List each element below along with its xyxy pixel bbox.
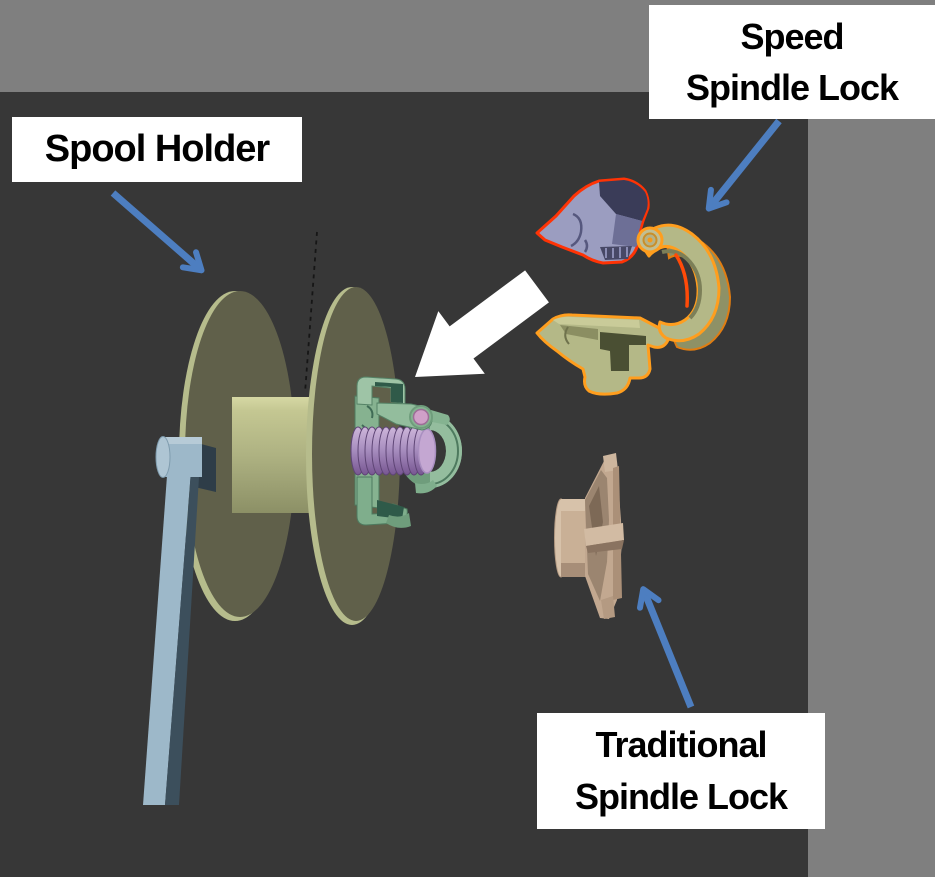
clip-pivot	[412, 408, 430, 426]
clip-bottom-hook	[386, 513, 411, 528]
speed-spindle-lock-label-line1: Speed	[740, 16, 844, 57]
clip-bottom-clamp-recess	[377, 500, 404, 519]
callout-arrow-speed-spindle-lock	[705, 118, 782, 212]
speed-spindle-lock-label: Speed Spindle Lock	[649, 5, 935, 119]
clip-latch	[431, 410, 450, 425]
speed-spindle-lock-label-line2: Spindle Lock	[685, 67, 899, 108]
stand-axle-highlight	[163, 437, 202, 444]
callout-arrow-spool-holder	[110, 190, 205, 274]
callout-arrow-traditional-spindle-lock	[636, 586, 695, 709]
speed-lock-foot	[535, 313, 670, 396]
quick-release-clip-model	[350, 376, 462, 528]
highlight-arrow	[415, 270, 549, 377]
traditional-spindle-lock-label-line2: Spindle Lock	[574, 776, 788, 817]
spool-barrel	[232, 397, 320, 513]
stand-arm	[143, 458, 192, 805]
speed-lock-red-sliver	[674, 253, 690, 308]
spool-holder-label: Spool Holder	[12, 117, 302, 182]
spring-front-cap	[417, 428, 437, 474]
stand-axle-cap	[155, 436, 171, 478]
spool-holder-model	[143, 287, 400, 805]
spool-stand	[143, 436, 216, 805]
spring-coil	[350, 426, 437, 476]
traditional-spindle-lock-label: Traditional Spindle Lock	[537, 713, 825, 829]
filament-strand	[304, 231, 318, 394]
traditional-spindle-lock-model	[554, 453, 624, 619]
trad-lock-flange	[584, 523, 624, 546]
clip-top-clamp-recess	[375, 382, 403, 403]
speed-lock-foot-recess	[600, 332, 646, 371]
speed-spindle-lock-model	[535, 177, 732, 396]
traditional-spindle-lock-label-line1: Traditional	[595, 724, 767, 765]
clip-ring-tip	[415, 480, 437, 494]
stand-arm-shade	[165, 458, 200, 805]
spool-holder-label-text: Spool Holder	[44, 128, 270, 170]
